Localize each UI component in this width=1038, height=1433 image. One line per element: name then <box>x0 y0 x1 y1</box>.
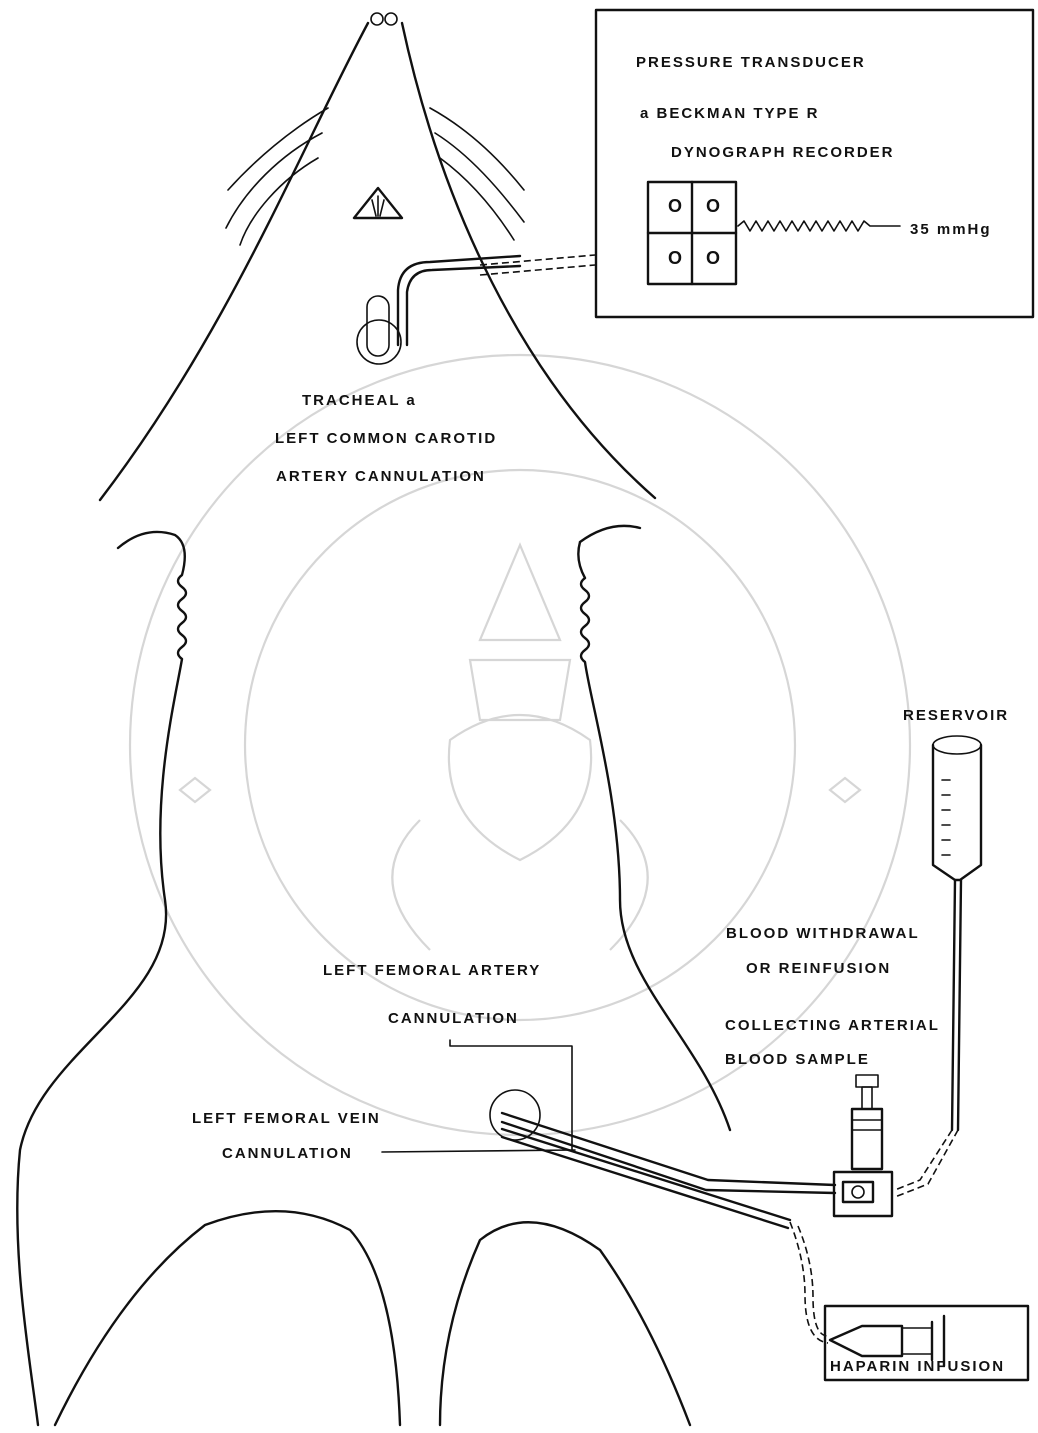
sampling-syringe-icon <box>834 1075 892 1216</box>
artery-label-1: LEFT FEMORAL ARTERY <box>323 962 541 979</box>
transducer-label-3: DYNOGRAPH RECORDER <box>671 144 895 161</box>
tracheal-label-2: LEFT COMMON CAROTID <box>275 430 497 447</box>
reservoir-icon <box>895 736 981 1197</box>
transducer-label-1: PRESSURE TRANSDUCER <box>636 54 866 71</box>
transducer-label-2: a BECKMAN TYPE R <box>640 105 820 122</box>
vein-label-1: LEFT FEMORAL VEIN <box>192 1110 381 1127</box>
withdrawal-label-1: BLOOD WITHDRAWAL <box>726 925 920 942</box>
sample-label-2: BLOOD SAMPLE <box>725 1051 870 1068</box>
recorder-trace-icon <box>738 221 900 231</box>
tracheal-label-3: ARTERY CANNULATION <box>276 468 486 485</box>
withdrawal-label-2: OR REINFUSION <box>746 960 891 977</box>
vein-label-2: CANNULATION <box>222 1145 353 1162</box>
tracheal-cannula <box>357 256 520 364</box>
transducer-port-2: O <box>706 196 722 216</box>
heparin-label: HAPARIN INFUSION <box>830 1358 1005 1375</box>
artery-label-2: CANNULATION <box>388 1010 519 1027</box>
transducer-port-4: O <box>706 248 722 268</box>
transducer-port-1: O <box>668 196 684 216</box>
sample-label-1: COLLECTING ARTERIAL <box>725 1017 940 1034</box>
tracheal-label-1: TRACHEAL a <box>302 392 417 409</box>
reservoir-label: RESERVOIR <box>903 707 1009 724</box>
pressure-value-label: 35 mmHg <box>910 221 992 238</box>
femoral-cannulation-site <box>490 1090 835 1343</box>
transducer-port-3: O <box>668 248 684 268</box>
trachea-icon <box>354 188 402 218</box>
